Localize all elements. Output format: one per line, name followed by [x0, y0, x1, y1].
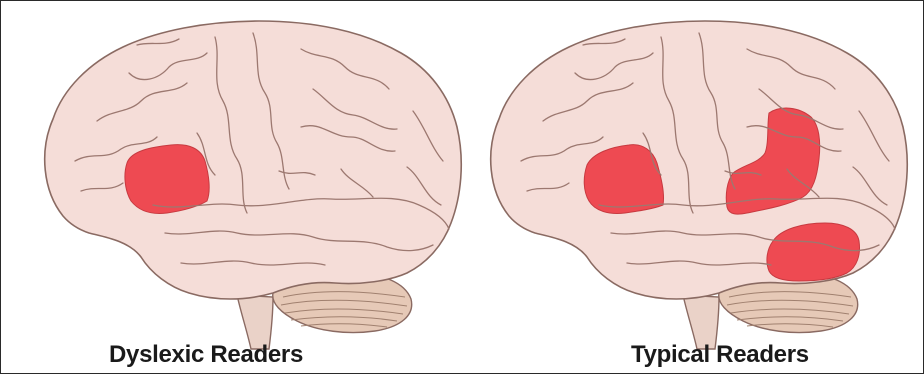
brain-typical: [491, 21, 908, 349]
caption-dyslexic-readers: Dyslexic Readers: [109, 341, 303, 369]
caption-typical-readers: Typical Readers: [631, 341, 809, 369]
brain-dyslexic: [45, 21, 462, 349]
highlight-frontal-region: [125, 145, 209, 214]
cerebrum: [45, 21, 462, 299]
